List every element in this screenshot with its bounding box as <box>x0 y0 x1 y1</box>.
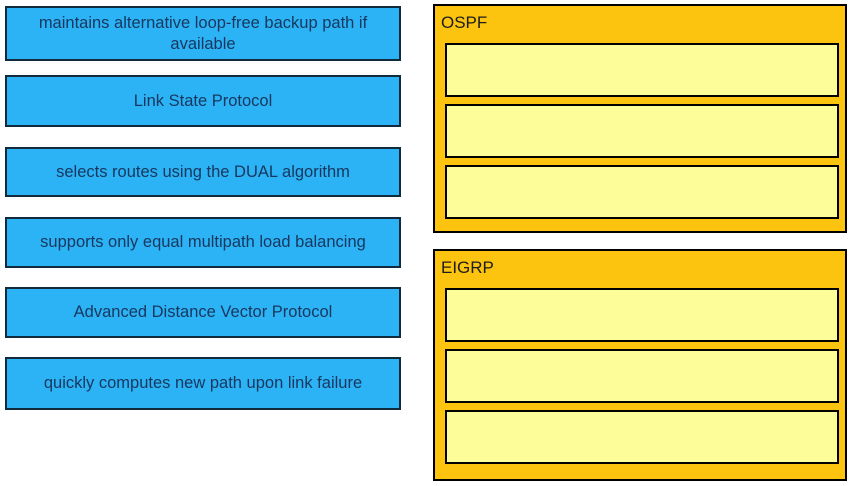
eigrp-panel-title: EIGRP <box>441 258 494 277</box>
ospf-category-panel: OSPF <box>433 4 847 233</box>
drag-option-equal-multipath-load-balancing[interactable]: supports only equal multipath load balan… <box>5 217 401 268</box>
drag-option-advanced-distance-vector[interactable]: Advanced Distance Vector Protocol <box>5 287 401 338</box>
drag-option-loop-free-backup-path[interactable]: maintains alternative loop-free backup p… <box>5 6 401 61</box>
ospf-drop-slot-1[interactable] <box>445 43 839 97</box>
eigrp-category-panel: EIGRP <box>433 249 847 481</box>
drag-option-quick-new-path-computation[interactable]: quickly computes new path upon link fail… <box>5 357 401 410</box>
drag-option-link-state-protocol[interactable]: Link State Protocol <box>5 75 401 127</box>
eigrp-drop-slot-3[interactable] <box>445 410 839 464</box>
eigrp-drop-slot-1[interactable] <box>445 288 839 342</box>
eigrp-drop-slot-2[interactable] <box>445 349 839 403</box>
ospf-drop-slot-2[interactable] <box>445 104 839 158</box>
ospf-panel-title: OSPF <box>441 13 488 32</box>
ospf-drop-slot-3[interactable] <box>445 165 839 219</box>
drag-option-dual-algorithm[interactable]: selects routes using the DUAL algorithm <box>5 147 401 197</box>
